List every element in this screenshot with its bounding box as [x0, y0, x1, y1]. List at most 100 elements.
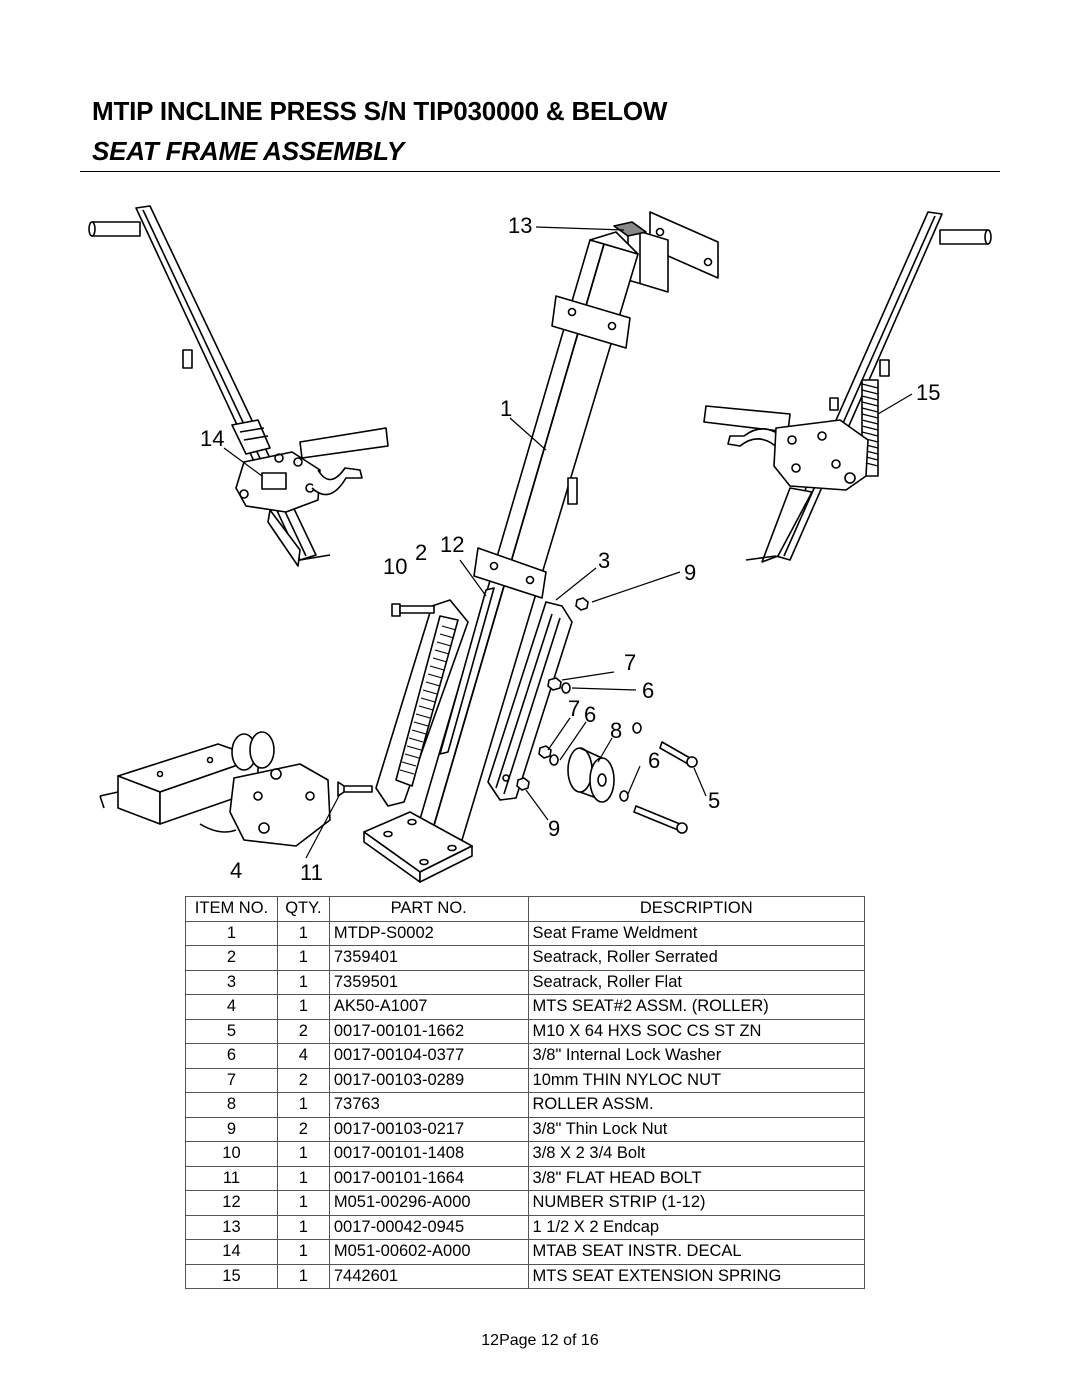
- nut-9-lower: [516, 777, 530, 791]
- column-header-description: DESCRIPTION: [527, 896, 866, 922]
- callout-5: 5: [708, 788, 720, 813]
- right-detail-view: [703, 211, 992, 563]
- cell-part-no: 0017-00103-0217: [328, 1116, 529, 1142]
- cell-part-no: 7359401: [328, 945, 529, 971]
- callout-10: 10: [383, 554, 407, 579]
- cell-item-no: 4: [185, 994, 278, 1020]
- cell-description: 3/8" FLAT HEAD BOLT: [527, 1165, 866, 1191]
- cell-qty: 1: [276, 1092, 330, 1118]
- callout-9-b: 9: [548, 816, 560, 841]
- cell-qty: 2: [276, 1067, 330, 1093]
- cell-part-no: 0017-00104-0377: [328, 1043, 529, 1069]
- nut-9-upper: [575, 597, 589, 611]
- cell-description: MTS SEAT#2 ASSM. (ROLLER): [527, 994, 866, 1020]
- callout-6-c: 6: [648, 748, 660, 773]
- washer-6-right: [619, 790, 629, 802]
- callout-7-b: 7: [568, 696, 580, 721]
- cell-part-no: M051-00602-A000: [328, 1239, 529, 1265]
- title-divider: [80, 171, 1000, 172]
- cell-description: MTS SEAT EXTENSION SPRING: [527, 1263, 866, 1289]
- cell-qty: 1: [276, 945, 330, 971]
- cell-part-no: M051-00296-A000: [328, 1190, 529, 1216]
- flat-head-bolt-11: [337, 781, 373, 797]
- cell-item-no: 5: [185, 1018, 278, 1044]
- callout-3: 3: [598, 548, 610, 573]
- cell-description: M10 X 64 HXS SOC CS ST ZN: [527, 1018, 866, 1044]
- cell-qty: 1: [276, 1141, 330, 1167]
- cell-description: 10mm THIN NYLOC NUT: [527, 1067, 866, 1093]
- cell-description: Seatrack, Roller Serrated: [527, 945, 866, 971]
- bolt-5-lower: [633, 805, 688, 834]
- bolt-5-upper: [659, 741, 698, 768]
- washer-6-mid: [632, 722, 642, 734]
- cell-qty: 4: [276, 1043, 330, 1069]
- page-title: MTIP INCLINE PRESS S/N TIP030000 & BELOW: [92, 96, 668, 126]
- cell-description: 1 1/2 X 2 Endcap: [527, 1214, 866, 1240]
- cell-part-no: 0017-00042-0945: [328, 1214, 529, 1240]
- page-number: 12Page 12 of 16: [481, 1332, 599, 1349]
- cell-item-no: 6: [185, 1043, 278, 1069]
- cell-item-no: 12: [185, 1190, 278, 1216]
- cell-qty: 1: [276, 969, 330, 995]
- column-header-part-no: PART NO.: [328, 896, 529, 922]
- cell-description: Seatrack, Roller Flat: [527, 969, 866, 995]
- callout-4: 4: [230, 858, 242, 883]
- cell-qty: 1: [276, 1214, 330, 1240]
- cell-item-no: 15: [185, 1263, 278, 1289]
- washer-6-lower: [549, 754, 559, 766]
- cell-item-no: 11: [185, 1165, 278, 1191]
- cell-qty: 1: [276, 1165, 330, 1191]
- cell-item-no: 2: [185, 945, 278, 971]
- cell-description: NUMBER STRIP (1-12): [527, 1190, 866, 1216]
- cell-qty: 2: [276, 1018, 330, 1044]
- column-header-qty: QTY.: [276, 896, 330, 922]
- callout-13: 13: [508, 213, 532, 238]
- callout-7: 7: [624, 650, 636, 675]
- cell-part-no: 0017-00101-1664: [328, 1165, 529, 1191]
- callout-14: 14: [200, 426, 224, 451]
- cell-part-no: 0017-00101-1408: [328, 1141, 529, 1167]
- cell-description: 3/8 X 2 3/4 Bolt: [527, 1141, 866, 1167]
- cell-description: Seat Frame Weldment: [527, 920, 866, 946]
- bolt-10: [391, 603, 435, 617]
- seatrack-flat: [487, 601, 573, 801]
- section-subtitle: SEAT FRAME ASSEMBLY: [92, 136, 405, 166]
- cell-qty: 1: [276, 1263, 330, 1289]
- cell-part-no: 73763: [328, 1092, 529, 1118]
- washer-6-upper: [561, 682, 571, 694]
- cell-part-no: 0017-00101-1662: [328, 1018, 529, 1044]
- cell-item-no: 14: [185, 1239, 278, 1265]
- cell-part-no: AK50-A1007: [328, 994, 529, 1020]
- cell-qty: 1: [276, 920, 330, 946]
- cell-item-no: 13: [185, 1214, 278, 1240]
- callout-11: 11: [300, 860, 323, 885]
- cell-item-no: 1: [185, 920, 278, 946]
- cell-part-no: 0017-00103-0289: [328, 1067, 529, 1093]
- callout-8: 8: [610, 718, 622, 743]
- cell-part-no: 7442601: [328, 1263, 529, 1289]
- callout-6-b: 6: [584, 702, 596, 727]
- roller-assembly: [567, 747, 615, 803]
- callout-1: 1: [500, 396, 512, 421]
- cell-item-no: 7: [185, 1067, 278, 1093]
- seat-assembly-roller: [99, 731, 331, 847]
- cell-qty: 2: [276, 1116, 330, 1142]
- cell-item-no: 9: [185, 1116, 278, 1142]
- callout-2: 2: [415, 540, 427, 565]
- left-detail-view: [88, 205, 389, 567]
